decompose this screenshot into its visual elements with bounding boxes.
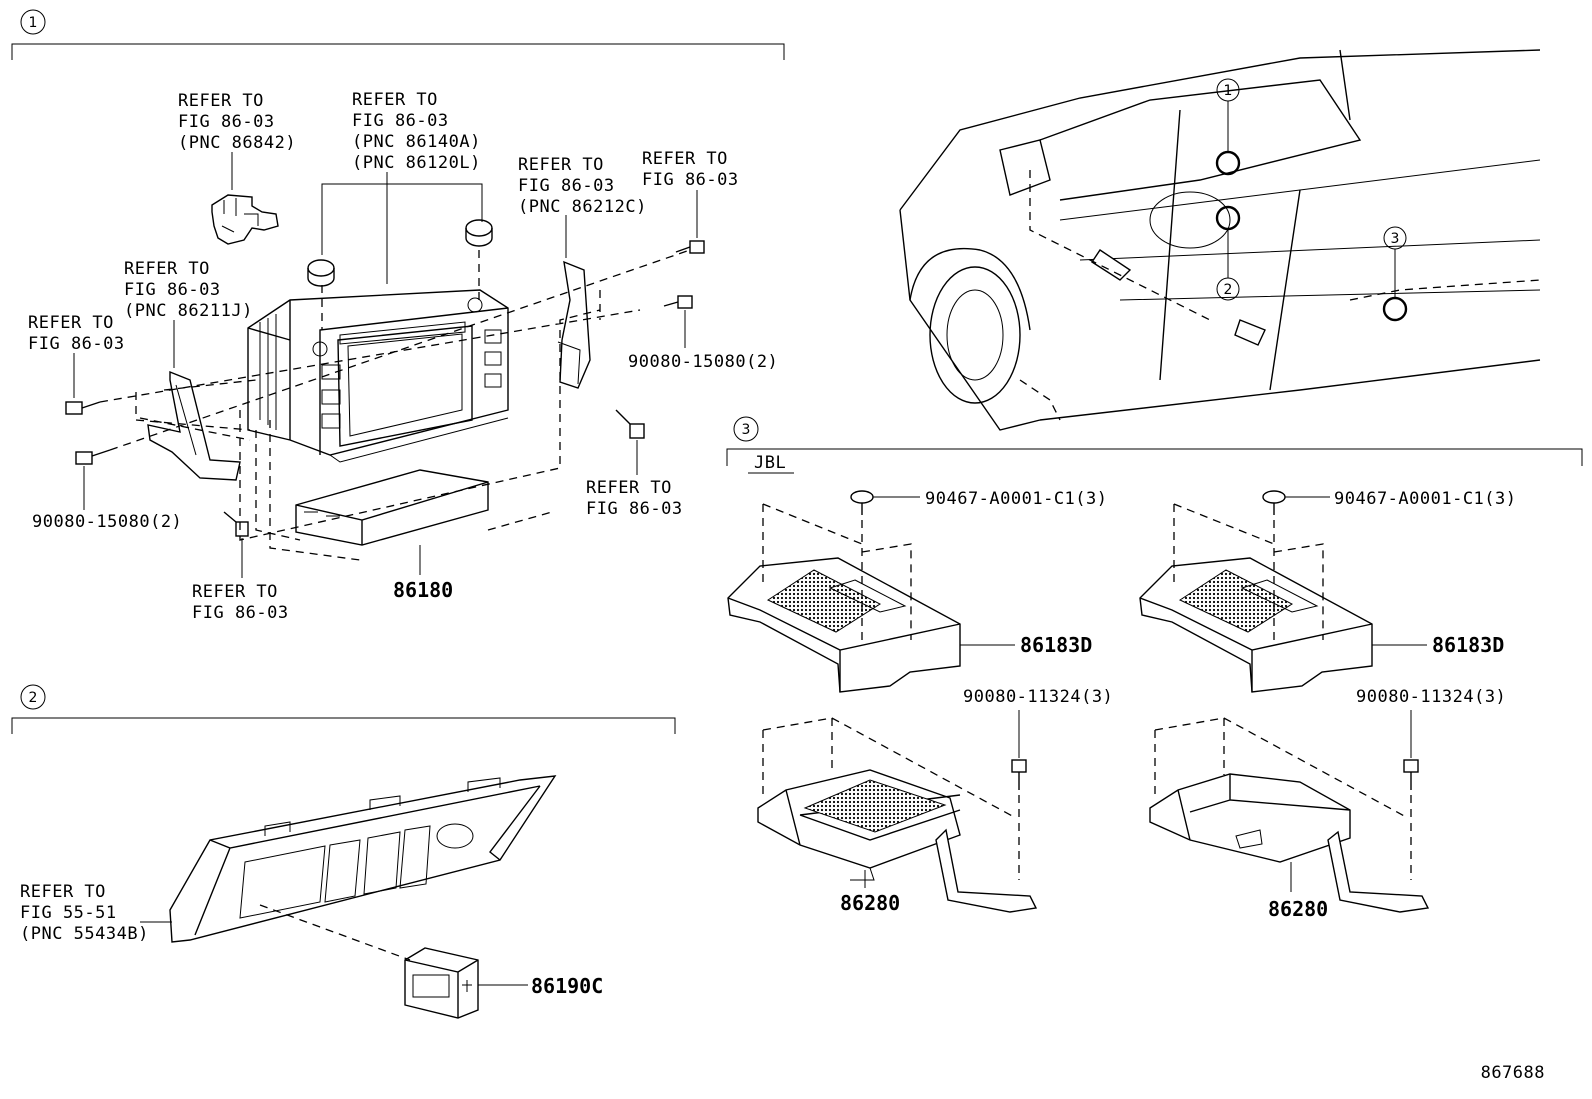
bolt-drawing-6 (615, 409, 645, 475)
speaker-cover-a-drawing (727, 557, 1015, 693)
section-2: 2 REFER TO FIG 55-51 (PNC 55434B) 86190C (11, 684, 676, 1019)
bolt-drawing-3 (223, 511, 249, 578)
callout-1-number: 1 (1224, 83, 1233, 99)
amplifier-b-drawing (1149, 773, 1430, 913)
label-refer-86212c: REFER TO FIG 86-03 (PNC 86212C) (518, 155, 647, 217)
section-3-marker (733, 416, 759, 442)
callout-2-number: 2 (1224, 282, 1233, 298)
lower-panel-drawing (140, 775, 557, 943)
label-refer-right-mid: REFER TO FIG 86-03 (586, 478, 683, 519)
part-86280-b: 86280 (1268, 897, 1328, 921)
section-3: 3 JBL 90467-A0001-C1(3) 90467-A0001-C1(3… (726, 416, 1583, 921)
vehicle-body-drawing (899, 49, 1541, 431)
assembly-lines-1 (99, 249, 691, 561)
amplifier-a-drawing (757, 769, 1038, 913)
section-1: 1 REFER TO FIG 86-03 (PNC 86842) REFER T… (11, 9, 785, 623)
callout-3-number: 3 (1391, 231, 1400, 247)
label-refer-left: REFER TO FIG 86-03 (28, 313, 125, 354)
bracket-right-drawing (557, 215, 591, 389)
leader-knobs (321, 172, 483, 284)
connector-clip-drawing (211, 152, 279, 245)
part-86180: 86180 (393, 578, 453, 602)
label-clip-b: 90467-A0001-C1(3) (1334, 489, 1517, 509)
label-refer-bottom: REFER TO FIG 86-03 (192, 582, 289, 623)
part-86183d-b: 86183D (1432, 633, 1504, 657)
speaker-cover-b-drawing (1139, 557, 1427, 693)
vehicle-overview: 1 2 3 (899, 49, 1541, 431)
clip-a-drawing (850, 490, 920, 515)
label-refer-86140a: REFER TO FIG 86-03 (PNC 86140A) (PNC 861… (352, 90, 492, 173)
section-1-bracket (11, 43, 785, 60)
assembly-line-2 (259, 904, 411, 961)
bolt-drawing-1 (65, 353, 101, 415)
label-refer-55434b: REFER TO FIG 55-51 (PNC 55434B) (20, 882, 149, 944)
usb-jack-drawing (404, 947, 528, 1019)
label-clip-a: 90467-A0001-C1(3) (925, 489, 1108, 509)
section-2-bracket (11, 717, 676, 734)
vehicle-callout-2: 2 (1215, 205, 1241, 301)
part-86280-a: 86280 (840, 891, 900, 915)
label-bolt-right: 90080-15080(2) (628, 352, 778, 372)
section-3-number: 3 (742, 422, 751, 438)
bolt-drawing-5 (663, 295, 693, 348)
label-refer-86211j: REFER TO FIG 86-03 (PNC 86211J) (124, 259, 253, 321)
jbl-label: JBL (754, 453, 786, 473)
label-refer-86842: REFER TO FIG 86-03 (PNC 86842) (178, 91, 296, 153)
vehicle-callout-3: 3 (1382, 226, 1408, 322)
section-1-number: 1 (29, 15, 38, 31)
label-bolt-left: 90080-15080(2) (32, 512, 182, 532)
vehicle-callout-1: 1 (1215, 78, 1241, 176)
screw-b-drawing (1403, 710, 1419, 790)
section-1-marker (20, 9, 46, 35)
bolt-drawing-4 (675, 190, 705, 254)
assembly-lines-3 (762, 503, 1412, 880)
bracket-left-drawing (147, 320, 241, 481)
label-refer-top-right: REFER TO FIG 86-03 (642, 149, 739, 190)
location-1-marker (1215, 150, 1241, 176)
section-3-bracket (726, 448, 1583, 466)
knob-left-drawing (307, 259, 335, 287)
part-86190c: 86190C (531, 974, 603, 998)
section-2-marker (20, 684, 46, 710)
receiver-module-drawing (295, 469, 489, 575)
label-screw-a: 90080-11324(3) (963, 687, 1113, 707)
callout-2-marker (1216, 277, 1240, 301)
head-unit-drawing (247, 289, 509, 463)
part-86183d-a: 86183D (1020, 633, 1092, 657)
location-3-marker (1382, 296, 1408, 322)
screw-a-drawing (1011, 710, 1027, 790)
label-screw-b: 90080-11324(3) (1356, 687, 1506, 707)
section-2-number: 2 (29, 690, 38, 706)
knob-right-drawing (465, 219, 493, 247)
figure-number: 867688 (1481, 1063, 1545, 1083)
bolt-drawing-2 (75, 449, 111, 510)
clip-b-drawing (1262, 490, 1330, 515)
